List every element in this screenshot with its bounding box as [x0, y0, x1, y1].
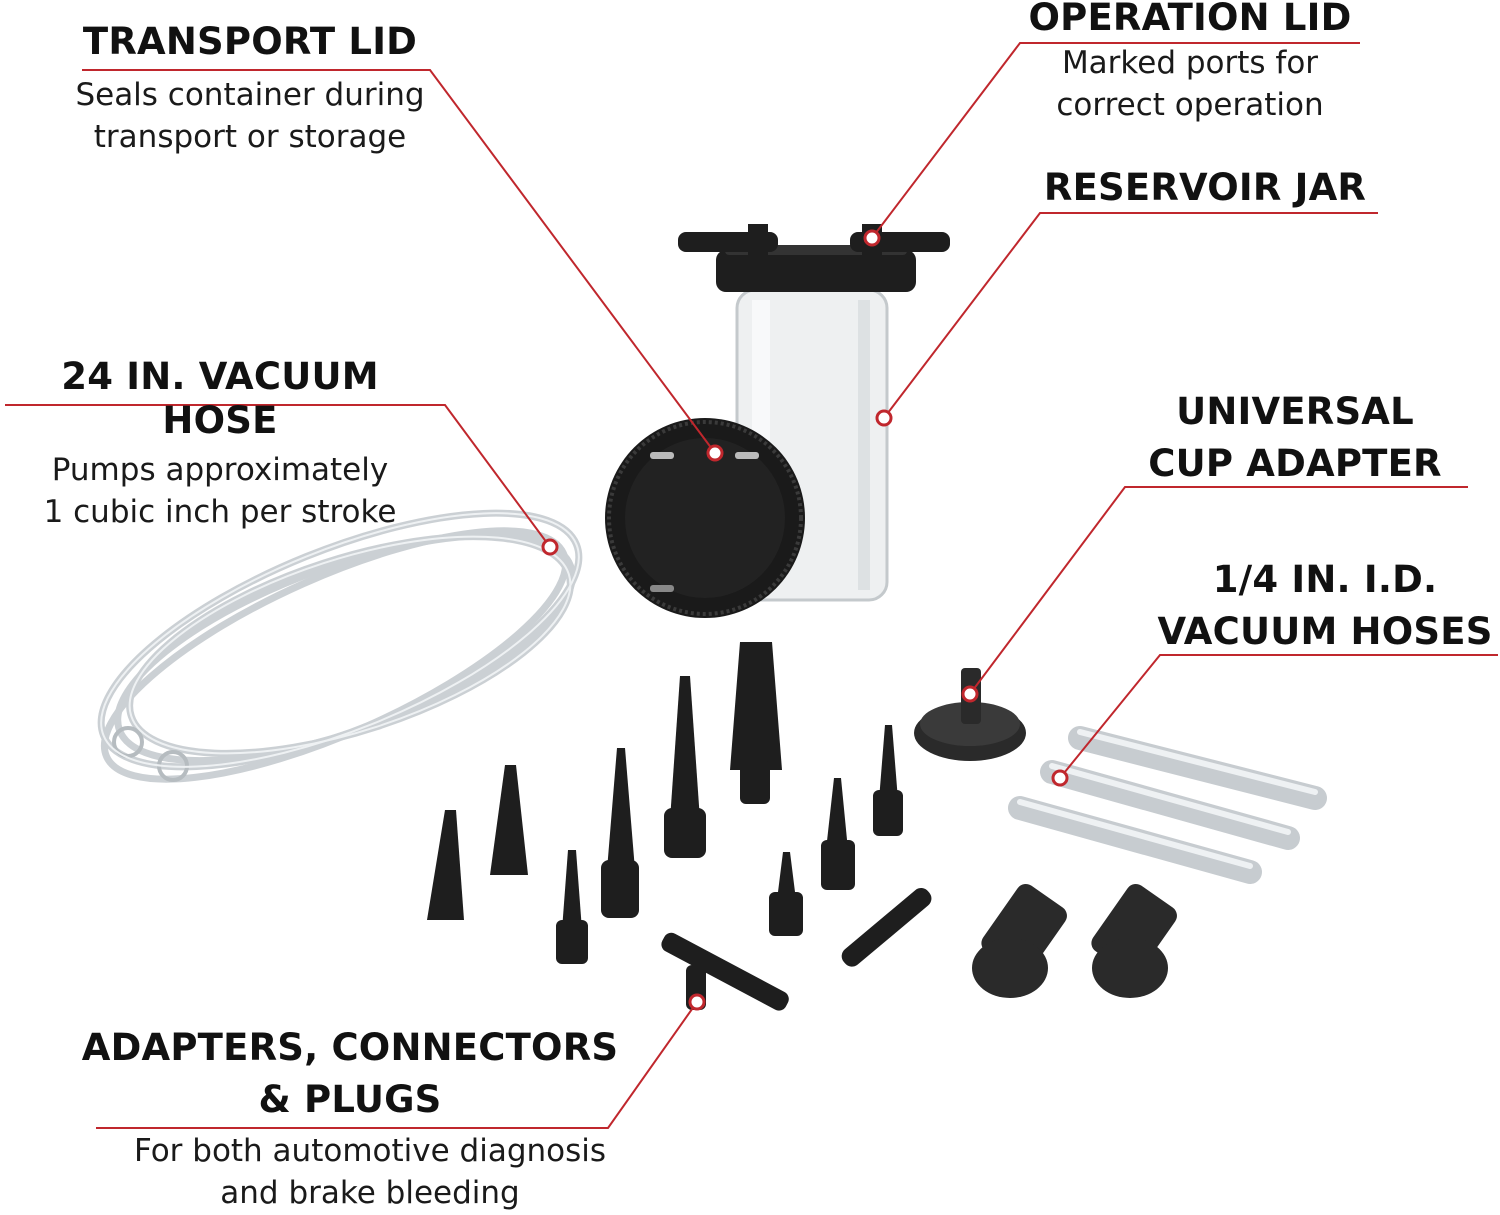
callout-title: RESERVOIR JAR	[1043, 166, 1367, 209]
callout-description: transport or storage	[93, 119, 407, 155]
callout-title: ADAPTERS, CONNECTORS	[81, 1026, 619, 1069]
callout-title: 24 IN. VACUUM HOSE	[61, 355, 379, 442]
callout-title: TRANSPORT LID	[82, 20, 418, 63]
callout-description: and brake bleeding	[220, 1175, 520, 1211]
universal-cup-adapter	[914, 668, 1026, 761]
leader-lines	[5, 42, 1498, 1129]
callout-title: VACUUM HOSES	[1157, 610, 1493, 653]
callout-description: 1 cubic inch per stroke	[43, 494, 397, 530]
callout-24in-vacuum-hose: 24 IN. VACUUM HOSE Pumps approximately 1…	[0, 355, 440, 533]
callout-description: correct operation	[1056, 87, 1324, 123]
callout-universal-cup-adapter: UNIVERSAL CUP ADAPTER	[1130, 386, 1460, 490]
callout-title: CUP ADAPTER	[1148, 442, 1442, 485]
callout-title: & PLUGS	[258, 1078, 442, 1121]
callout-adapters-description: For both automotive diagnosis and brake …	[80, 1130, 660, 1214]
callout-operation-lid: OPERATION LID Marked ports for correct o…	[1010, 0, 1370, 126]
callout-quarter-inch-vacuum-hoses: 1/4 IN. I.D. VACUUM HOSES	[1150, 554, 1500, 658]
callout-reservoir-jar: RESERVOIR JAR	[1030, 166, 1380, 210]
leader-markers	[541, 229, 1069, 1011]
callout-title: OPERATION LID	[1028, 0, 1352, 39]
adapters-connectors-plugs	[427, 642, 1177, 1011]
callout-description: Pumps approximately	[51, 452, 389, 488]
callout-description: Marked ports for	[1061, 45, 1319, 81]
callout-description: For both automotive diagnosis	[133, 1133, 607, 1169]
quarter-inch-vacuum-hoses	[1008, 726, 1327, 884]
operation-lid	[678, 224, 950, 292]
callout-transport-lid: TRANSPORT LID Seals container during tra…	[60, 20, 440, 158]
transport-lid	[605, 418, 805, 618]
callout-title: 1/4 IN. I.D.	[1212, 558, 1438, 601]
callout-adapters-connectors-plugs: ADAPTERS, CONNECTORS & PLUGS	[80, 1022, 620, 1126]
callout-title: UNIVERSAL	[1176, 390, 1414, 433]
callout-description: Seals container during	[75, 77, 425, 113]
